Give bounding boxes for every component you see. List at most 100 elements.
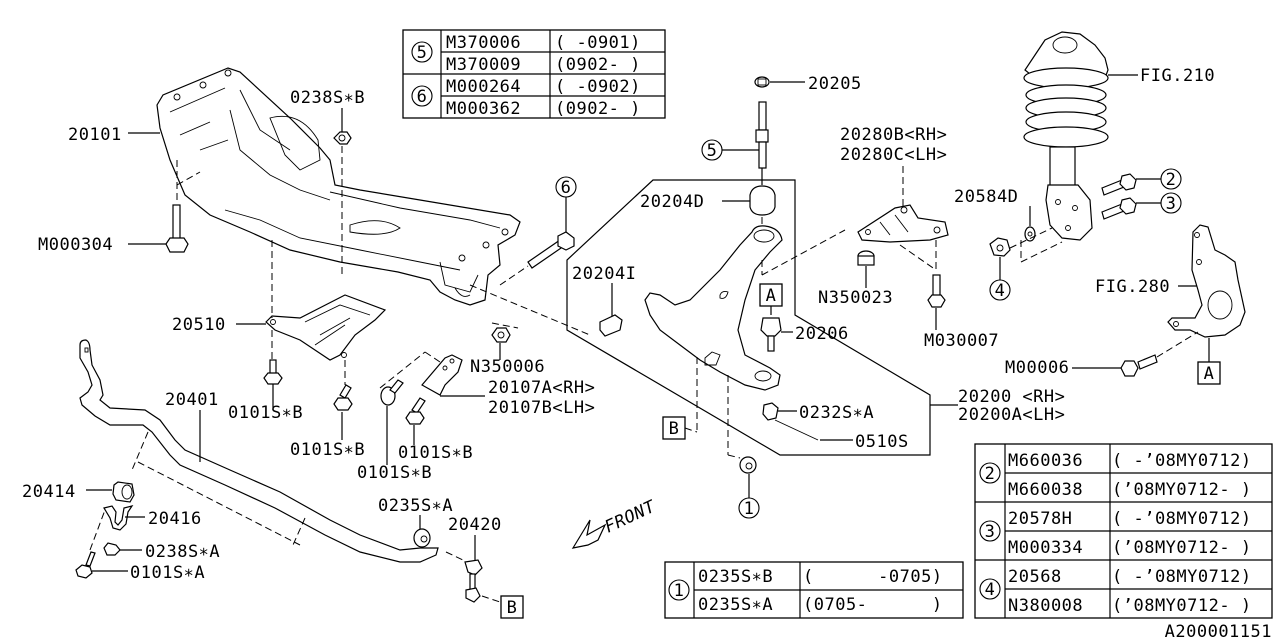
label-0232s-a[interactable]: 0232S∗A <box>799 403 874 423</box>
label-m00006[interactable]: M00006 <box>1005 358 1069 378</box>
label-0238s-a[interactable]: 0238S∗A <box>145 542 220 562</box>
washer-icon <box>754 76 770 88</box>
label-0101s-b[interactable]: 0101S∗B <box>357 463 432 483</box>
callout-4[interactable]: 4 <box>995 281 1006 301</box>
nut-icon <box>491 327 511 343</box>
nut-icon <box>857 250 875 266</box>
hex-nut-icon <box>333 131 352 145</box>
part-number[interactable]: M660036 <box>1008 451 1083 471</box>
part-number[interactable]: M000362 <box>446 99 521 119</box>
label-m030007[interactable]: M030007 <box>924 331 999 351</box>
label-0101s-b[interactable]: 0101S∗B <box>290 440 365 460</box>
label-20107b-lh[interactable]: 20107B<LH> <box>488 398 595 418</box>
label-0101s-a[interactable]: 0101S∗A <box>130 563 205 583</box>
bolt-icon <box>333 384 353 411</box>
callout-1[interactable]: 1 <box>744 499 755 519</box>
callout-1-table: 1 0235S∗B ( -0705) 0235S∗A (0705- ) <box>664 561 964 619</box>
label-0238s-b[interactable]: 0238S∗B <box>290 88 365 108</box>
crossmember-part[interactable] <box>156 67 521 306</box>
bushing-icon <box>739 456 757 474</box>
callout-2: 2 <box>985 464 996 484</box>
label-20584d[interactable]: 20584D <box>954 187 1018 207</box>
part-number[interactable]: M370009 <box>446 55 521 75</box>
ref-a[interactable]: A <box>1204 364 1215 384</box>
callout-2[interactable]: 2 <box>1166 170 1177 190</box>
label-20401[interactable]: 20401 <box>165 390 219 410</box>
label-20510[interactable]: 20510 <box>172 315 226 335</box>
label-20206[interactable]: 20206 <box>795 324 849 344</box>
callout-2-circle <box>979 462 1001 484</box>
label-20414[interactable]: 20414 <box>22 482 76 502</box>
label-0101s-b[interactable]: 0101S∗B <box>228 403 303 423</box>
label-20200-rh[interactable]: 20200 <RH> <box>958 387 1065 407</box>
label-0510s[interactable]: 0510S <box>855 432 909 452</box>
label-20280c-lh[interactable]: 20280C<LH> <box>840 145 947 165</box>
label-20280b-rh[interactable]: 20280B<RH> <box>840 125 947 145</box>
diagram-id: A200001151 <box>1165 622 1272 640</box>
ref-b[interactable]: B <box>507 598 518 618</box>
date-range: ( -’08MY0712) <box>1112 451 1252 471</box>
plate-part[interactable] <box>857 204 949 243</box>
label-20416[interactable]: 20416 <box>148 509 202 529</box>
callout-6: 6 <box>417 87 428 107</box>
label-20420[interactable]: 20420 <box>448 515 502 535</box>
stabilizer-bar-part[interactable] <box>79 339 439 563</box>
part-number[interactable]: N380008 <box>1008 596 1083 616</box>
strut-assembly-part[interactable] <box>1023 31 1109 241</box>
label-20107a-rh[interactable]: 20107A<RH> <box>488 378 595 398</box>
assembly-outline <box>566 179 931 456</box>
callout-5[interactable]: 5 <box>707 141 718 161</box>
bracket-20510-part[interactable] <box>265 294 387 361</box>
part-number[interactable]: M370006 <box>446 33 521 53</box>
lower-arm-part[interactable] <box>644 225 783 391</box>
label-20204d[interactable]: 20204D <box>640 192 704 212</box>
nut-icon <box>762 402 779 421</box>
label-0101s-b[interactable]: 0101S∗B <box>398 443 473 463</box>
callout-1-circle <box>668 579 690 601</box>
ref-b[interactable]: B <box>669 419 680 439</box>
label-m000304[interactable]: M000304 <box>38 235 113 255</box>
part-number[interactable]: 20568 <box>1008 567 1062 587</box>
bolt-icon <box>755 101 769 169</box>
label-n350023[interactable]: N350023 <box>818 288 893 308</box>
bolt-icon <box>1120 354 1158 377</box>
part-number[interactable]: 20578H <box>1008 509 1072 529</box>
callout-3[interactable]: 3 <box>1166 194 1177 214</box>
label-20200a-lh[interactable]: 20200A<LH> <box>958 405 1065 425</box>
label-20205[interactable]: 20205 <box>808 74 862 94</box>
nut-icon <box>989 237 1011 257</box>
callout-5: 5 <box>417 43 428 63</box>
clamp-icon <box>103 505 134 531</box>
washer-icon <box>1024 226 1036 242</box>
date-range: ( -0705) <box>803 567 943 587</box>
date-range: (’08MY0712- ) <box>1112 596 1252 616</box>
part-number[interactable]: M000264 <box>446 77 521 97</box>
label-fig-280[interactable]: FIG.280 <box>1095 277 1170 297</box>
part-number[interactable]: 0235S∗B <box>698 567 773 587</box>
callout-1: 1 <box>674 581 685 601</box>
bolt-icon <box>1101 197 1137 220</box>
ball-joint-icon <box>760 317 782 352</box>
label-fig-210[interactable]: FIG.210 <box>1140 66 1215 86</box>
knuckle-part[interactable] <box>1167 224 1246 338</box>
label-0235s-a[interactable]: 0235S∗A <box>378 496 453 516</box>
part-number[interactable]: M000334 <box>1008 538 1083 558</box>
part-number[interactable]: M660038 <box>1008 480 1083 500</box>
bolt-icon <box>527 231 575 269</box>
stabilizer-link-part[interactable] <box>464 559 483 603</box>
ref-a[interactable]: A <box>766 286 777 306</box>
bushing-icon <box>749 185 776 216</box>
callout-5-circle <box>411 41 433 63</box>
callout-6-circle <box>411 85 433 107</box>
part-number[interactable]: 0235S∗A <box>698 595 773 615</box>
label-20101[interactable]: 20101 <box>68 125 122 145</box>
callout-6[interactable]: 6 <box>561 178 572 198</box>
ref-b-box <box>500 595 524 619</box>
front-arrow-icon <box>571 519 607 549</box>
label-n350006[interactable]: N350006 <box>470 357 545 377</box>
bracket-20107-part[interactable] <box>421 354 463 396</box>
callout-3-circle <box>979 520 1001 542</box>
callout-4-circle <box>989 279 1011 301</box>
label-20204i[interactable]: 20204I <box>572 264 636 284</box>
